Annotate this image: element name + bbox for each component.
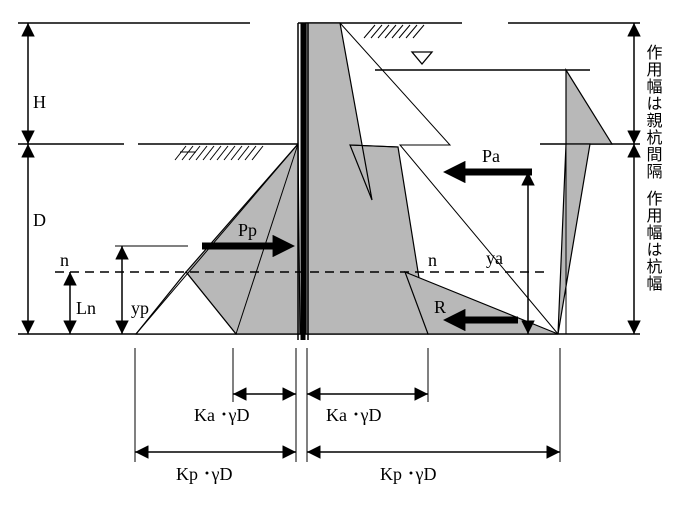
dimension-left bbox=[21, 23, 188, 334]
label-Pa: Pa bbox=[482, 146, 500, 166]
label-H: H bbox=[33, 92, 46, 112]
label-n-left: n bbox=[60, 250, 69, 270]
soil-hatch-left bbox=[174, 145, 264, 161]
label-yp: yp bbox=[131, 298, 149, 318]
force-arrows bbox=[202, 160, 532, 332]
water-table-icon bbox=[410, 51, 434, 66]
label-ka-left: Ka ･γD bbox=[194, 405, 249, 425]
dimension-bottom bbox=[134, 348, 561, 462]
label-R: R bbox=[434, 297, 446, 317]
soil-hatch-right bbox=[363, 24, 425, 39]
label-Pp: Pp bbox=[238, 220, 257, 240]
label-Ln: Ln bbox=[76, 298, 96, 318]
vertical-text-lower: 作用幅は杭幅 bbox=[644, 190, 663, 292]
passive-pressure-shapes bbox=[134, 142, 301, 335]
vertical-text-upper: 作用幅は親杭間隔 bbox=[644, 44, 663, 180]
label-D: D bbox=[33, 210, 46, 230]
sheet-pile-wall bbox=[297, 23, 309, 340]
label-n-right: n bbox=[428, 250, 437, 270]
dimension-right bbox=[521, 23, 641, 334]
label-ya: ya bbox=[486, 248, 503, 268]
label-kp-right: Kp ･γD bbox=[380, 464, 436, 484]
label-ka-right: Ka ･γD bbox=[326, 405, 381, 425]
label-kp-left: Kp ･γD bbox=[176, 464, 232, 484]
